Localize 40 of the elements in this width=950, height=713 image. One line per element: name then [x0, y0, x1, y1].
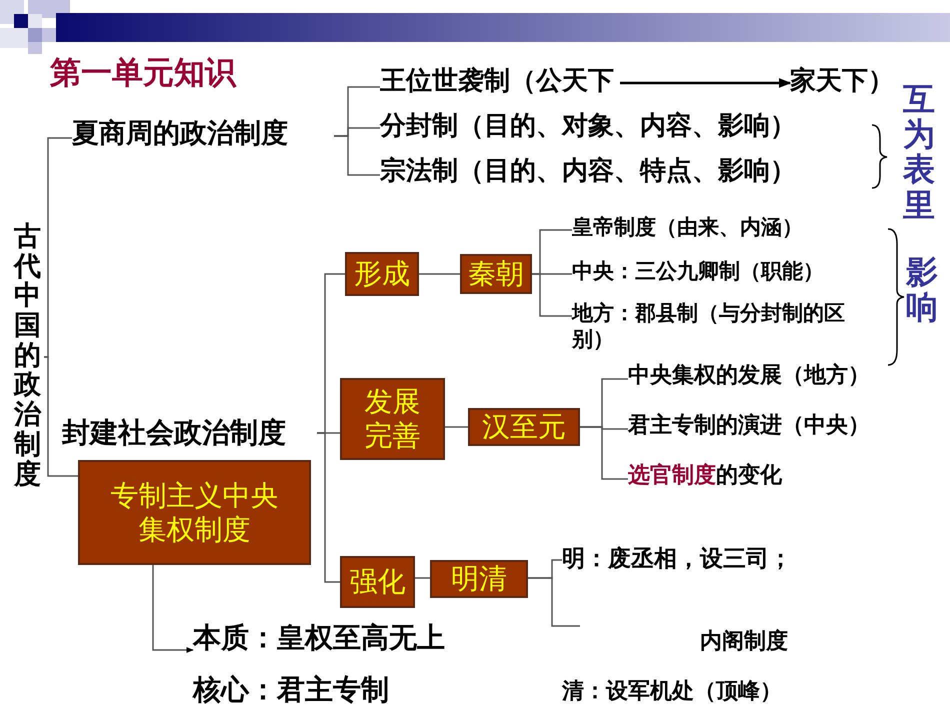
topic-box: 明清 [430, 560, 528, 598]
topic-box: 强化 [340, 556, 415, 608]
text-label: 皇帝制度（由来、内涵） [572, 214, 803, 240]
connector-line [334, 135, 380, 176]
text-label: 夏商周的政治制度 [72, 117, 288, 151]
connector-line [44, 356, 78, 477]
text-label: 中央集权的发展（地方） [628, 362, 870, 390]
text-label: 内阁制度 [700, 628, 788, 656]
topic-box: 发展完善 [340, 378, 445, 460]
connector-line [419, 273, 460, 275]
text-label: 分封制（目的、对象、内容、影响） [380, 110, 796, 142]
arrow [620, 78, 792, 88]
connector-line [528, 577, 580, 627]
text-label: 封建社会政治制度 [62, 415, 286, 450]
topic-box: 形成 [345, 252, 419, 296]
text-label: 明：废丞相，设三司； [562, 545, 792, 574]
topic-box: 秦朝 [460, 254, 532, 294]
connector-line [317, 432, 340, 583]
connector-line [532, 273, 572, 317]
text-label: 王位世袭制（公天下 [380, 65, 614, 98]
text-label: 清：设军机处（顶峰） [562, 678, 782, 706]
connector-line [445, 426, 468, 428]
text-label: 本质：皇权至高无上 [193, 620, 445, 655]
highlighted-term: 选官制度 [628, 463, 716, 488]
text-label: 中央：三公九卿制（职能） [572, 258, 824, 284]
arrow [152, 565, 194, 653]
annotation-text: 互为表里 [903, 82, 935, 223]
text-label: 君主专制的演进（中央） [628, 412, 870, 440]
vertical-heading: 古代中国的政治制度 [14, 222, 41, 490]
connector-line [415, 577, 430, 579]
text-label: 的变化 [716, 463, 782, 488]
slide-title: 第一单元知识 [50, 54, 236, 93]
text-label: 地方：郡县制（与分封制的区别） [572, 300, 868, 352]
topic-box: 专制主义中央集权制度 [78, 460, 311, 565]
text-label: 宗法制（目的、内容、特点、影响） [380, 155, 796, 188]
annotation-text: 影响 [906, 255, 938, 326]
text-label: 核心：君主专制 [193, 672, 389, 707]
text-label: 家天下） [790, 65, 894, 98]
connector-line [580, 426, 628, 480]
topic-box: 汉至元 [468, 408, 580, 446]
